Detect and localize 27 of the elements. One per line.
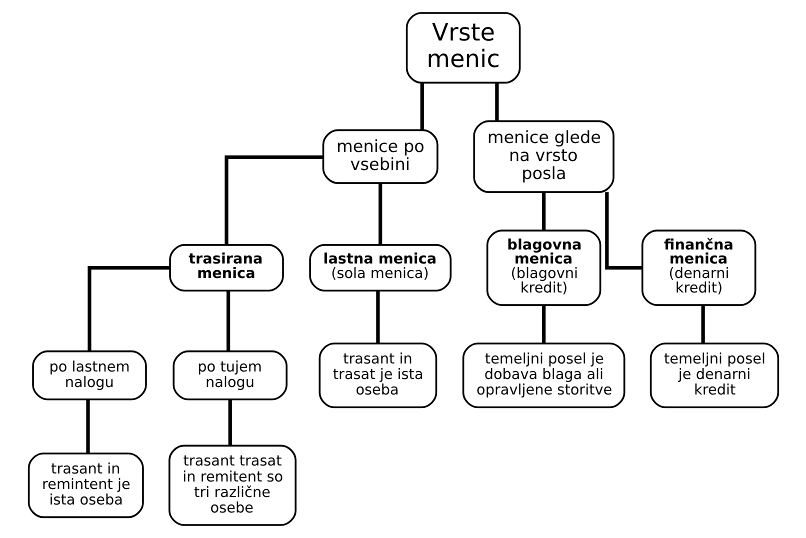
connector bbox=[542, 192, 546, 230]
node-box: trasant in trasat je ista oseba bbox=[318, 342, 437, 408]
node-box: trasant in remintent je ista oseba bbox=[27, 452, 144, 518]
connector bbox=[542, 305, 546, 344]
node-box: trasant trasat in remitent so tri različne osebe bbox=[168, 444, 296, 526]
node-box: finančna menica (denarni kredit) bbox=[640, 230, 756, 306]
node-box: menice glede na vrsto posla bbox=[472, 120, 614, 193]
node-box: trasirana menica bbox=[168, 244, 284, 292]
connector bbox=[604, 192, 642, 270]
connector bbox=[700, 305, 704, 344]
connector bbox=[224, 155, 323, 245]
node-box: po lastnem nalogu bbox=[32, 350, 146, 400]
connector bbox=[87, 266, 170, 351]
node-box: lastna menica (sola menica) bbox=[308, 244, 452, 292]
node-box: blagovna menica (blagovni kredit) bbox=[486, 230, 601, 306]
node-box: menice po vsebini bbox=[322, 129, 438, 184]
connector bbox=[494, 82, 498, 121]
node-box: Vrste menic bbox=[405, 12, 520, 84]
connector bbox=[376, 291, 380, 344]
connector bbox=[86, 400, 90, 454]
node-box: temeljni posel je dobava blaga ali opravljene storitve bbox=[462, 342, 625, 408]
node-box: po tujem nalogu bbox=[172, 350, 288, 400]
connector bbox=[420, 82, 424, 130]
connector bbox=[228, 400, 232, 446]
node-box: temeljni posel je denarni kredit bbox=[649, 342, 779, 408]
connector bbox=[378, 184, 382, 245]
connector bbox=[226, 291, 230, 352]
